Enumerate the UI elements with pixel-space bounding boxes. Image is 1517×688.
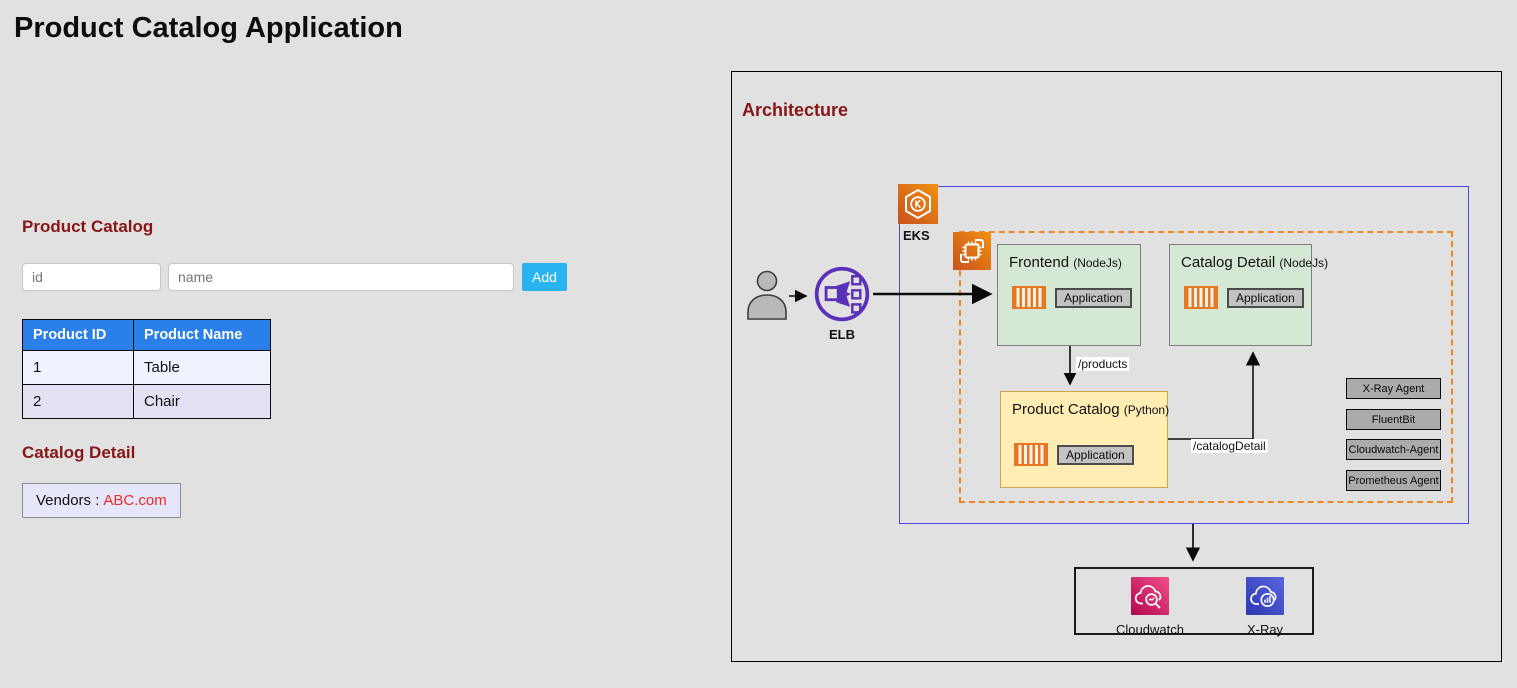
frontend-title: Frontend (NodeJs) <box>1009 254 1122 271</box>
cell-product-name: Chair <box>133 384 271 419</box>
product-catalog-runtime: (Python) <box>1123 403 1170 417</box>
table-row: 2 Chair <box>22 384 271 419</box>
col-header-product-name: Product Name <box>133 319 271 351</box>
fluentbit-chip: FluentBit <box>1346 409 1441 430</box>
architecture-diagram: Architecture EKS <box>731 71 1502 662</box>
cell-product-id: 1 <box>22 350 134 385</box>
product-table: Product ID Product Name 1 Table 2 Chair <box>22 319 271 419</box>
frontend-node: Frontend (NodeJs) Application <box>997 244 1141 346</box>
col-header-product-id: Product ID <box>22 319 134 351</box>
xray-icon <box>1246 577 1284 615</box>
add-product-form: Add <box>22 263 567 291</box>
table-header-row: Product ID Product Name <box>22 319 271 351</box>
xray-agent-chip: X-Ray Agent <box>1346 378 1441 399</box>
application-chip: Application <box>1055 287 1132 308</box>
catalog-detail-title: Catalog Detail (NodeJs) <box>1181 254 1329 271</box>
monitoring-box: Cloudwatch X-Ray <box>1074 567 1314 637</box>
cloudwatch-item: Cloudwatch <box>1110 577 1190 637</box>
vendors-box: Vendors :ABC.com <box>22 483 181 518</box>
page-title: Product Catalog Application <box>14 12 403 44</box>
cloudwatch-icon <box>1131 577 1169 615</box>
product-catalog-title: Product Catalog (Python) <box>1012 401 1170 418</box>
table-row: 1 Table <box>22 350 271 385</box>
container-icon <box>1014 443 1048 466</box>
catalog-detail-node: Catalog Detail (NodeJs) Application <box>1169 244 1329 346</box>
application-chip: Application <box>1057 444 1134 465</box>
eks-label: EKS <box>903 228 930 243</box>
container-icon <box>1012 286 1046 309</box>
eks-cluster-boundary <box>899 186 1469 524</box>
cloudwatch-agent-chip: Cloudwatch-Agent <box>1346 439 1441 460</box>
compute-icon <box>953 232 991 270</box>
product-catalog-node: Product Catalog (Python) Application <box>1000 391 1170 488</box>
xray-item: X-Ray <box>1225 577 1305 637</box>
product-catalog-heading: Product Catalog <box>22 217 154 236</box>
fargate-boundary <box>959 231 1453 503</box>
vendors-label: Vendors : <box>36 492 100 509</box>
route-label-catalogdetail: /catalogDetail <box>1191 439 1268 453</box>
product-name-input[interactable] <box>168 263 514 291</box>
vendor-value: ABC.com <box>103 492 167 509</box>
product-id-input[interactable] <box>22 263 161 291</box>
cell-product-id: 2 <box>22 384 134 419</box>
cell-product-name: Table <box>133 350 271 385</box>
application-chip: Application <box>1227 287 1304 308</box>
architecture-heading: Architecture <box>742 100 849 120</box>
elb-label: ELB <box>829 327 855 342</box>
elb-icon <box>814 266 870 322</box>
cloudwatch-label: Cloudwatch <box>1116 622 1184 637</box>
catalog-detail-runtime: (NodeJs) <box>1279 256 1329 270</box>
xray-label: X-Ray <box>1246 622 1284 637</box>
catalog-detail-heading: Catalog Detail <box>22 443 136 462</box>
prometheus-agent-chip: Prometheus Agent <box>1346 470 1441 491</box>
frontend-runtime: (NodeJs) <box>1073 256 1122 270</box>
add-button[interactable]: Add <box>522 263 567 291</box>
person-icon <box>747 270 787 320</box>
container-icon <box>1184 286 1218 309</box>
eks-icon <box>898 184 938 224</box>
route-label-products: /products <box>1076 357 1130 371</box>
